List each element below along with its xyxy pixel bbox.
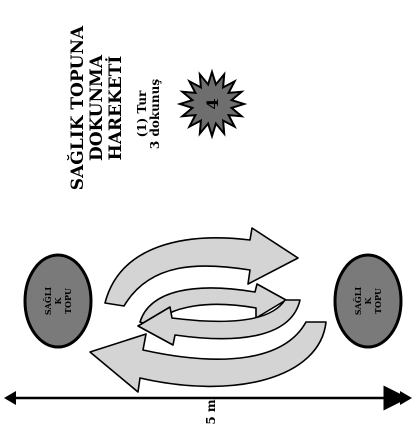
rule-line-2: 3 dokunuş <box>148 79 162 149</box>
rule-block: (1) Tur 3 dokunuş <box>135 79 162 149</box>
starburst-icon: 4 <box>176 68 248 140</box>
health-ball-left: SAĞLI K TOPU <box>23 253 93 349</box>
ball-left-line-1: SAĞLI <box>43 287 53 315</box>
arrow-outer-bottom <box>89 321 327 393</box>
rule-line-1: (1) Tur <box>135 90 149 137</box>
title-line-3: HAREKETİ <box>105 56 126 161</box>
arrow-outer-top <box>104 227 299 307</box>
health-ball-right: SAĞLI K TOPU <box>333 253 403 349</box>
badge-number: 4 <box>203 98 222 109</box>
circulation-arrows <box>89 227 327 393</box>
title-line-2: DOKUNMA <box>87 54 107 161</box>
distance-indicator: 5 m <box>4 385 412 425</box>
ball-right-line-2: K <box>363 296 373 304</box>
ball-left-line-2: K <box>53 296 63 304</box>
ball-right-line-1: SAĞLI <box>353 287 363 315</box>
title-block: SAĞLIK TOPUNA DOKUNMA HAREKETİ <box>67 25 126 190</box>
title-line-1: SAĞLIK TOPUNA <box>67 25 88 190</box>
arrow-inner-bottom <box>137 299 301 346</box>
ball-left-line-3: TOPU <box>63 288 73 314</box>
ball-right-line-3: TOPU <box>373 288 383 314</box>
distance-label: 5 m <box>204 399 218 425</box>
